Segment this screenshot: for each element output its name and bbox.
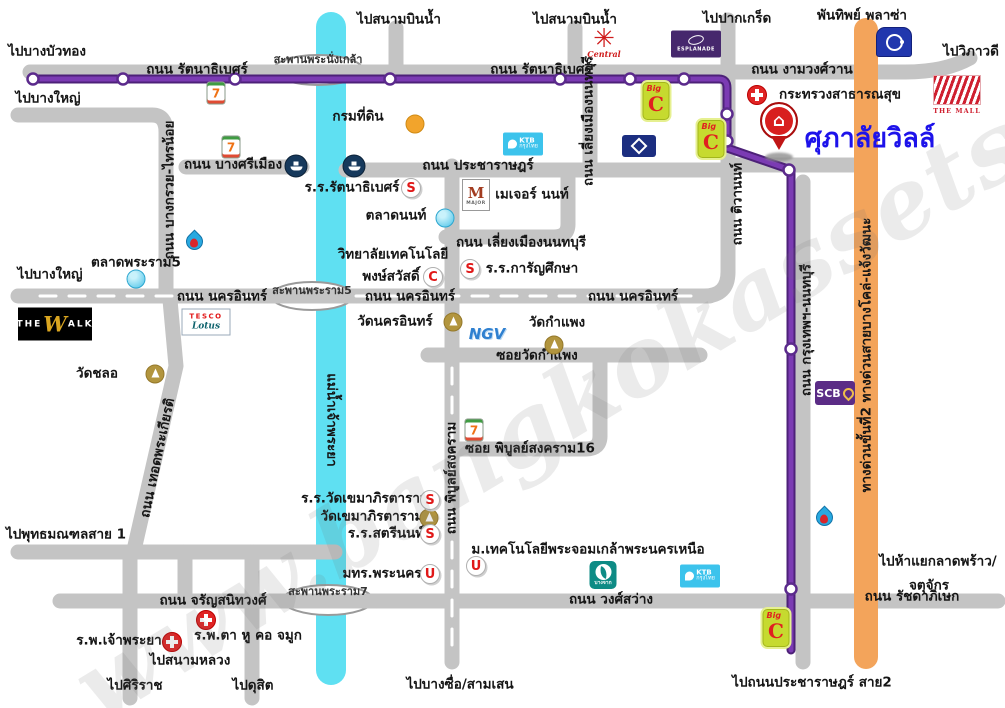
road-dashes bbox=[38, 294, 702, 650]
roads bbox=[10, 12, 1005, 706]
route-line bbox=[28, 74, 796, 655]
